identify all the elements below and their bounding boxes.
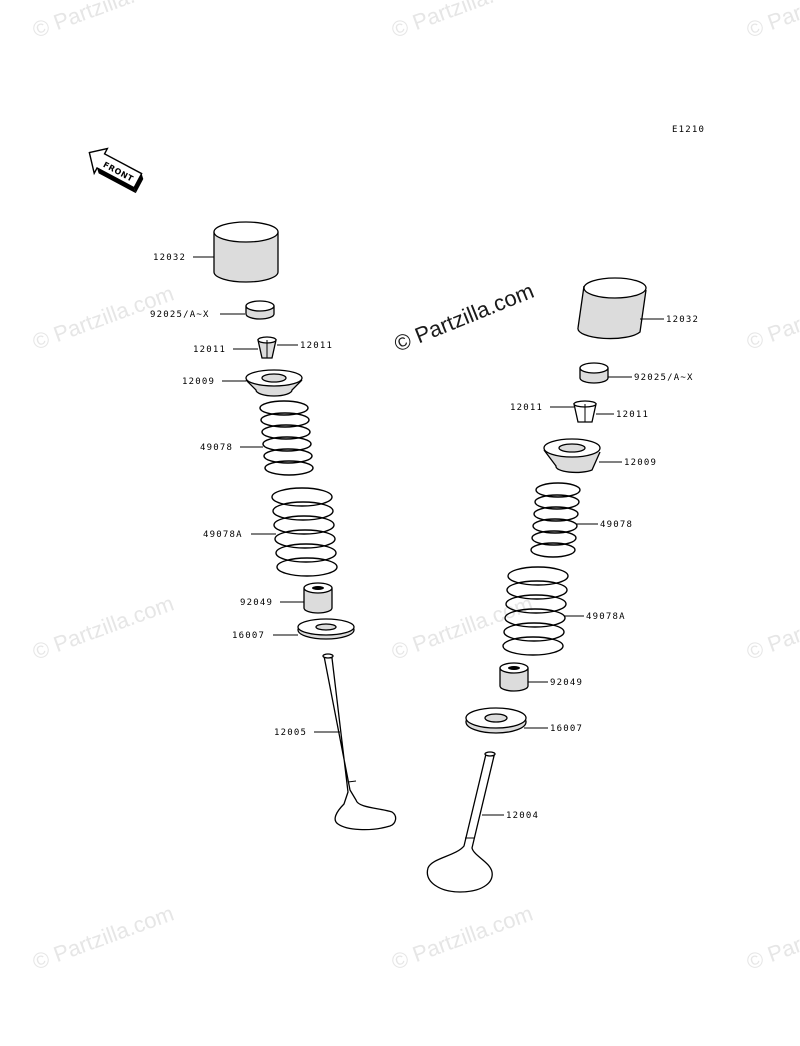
watermark-layer: © Partzilla.com © Partzilla.com © Partzi… xyxy=(29,0,800,975)
part-label: 16007 xyxy=(550,724,583,734)
part-label: 12011 xyxy=(193,345,226,355)
part-label: 12004 xyxy=(506,811,539,821)
part-label: 12011 xyxy=(510,403,543,413)
diagram-code: E1210 xyxy=(672,125,705,135)
keeper-icon xyxy=(257,336,277,359)
part-label: 12005 xyxy=(274,728,307,738)
watermark: © Partzilla.com xyxy=(29,591,177,665)
part-label: 92049 xyxy=(240,598,273,608)
retainer-icon xyxy=(245,369,303,397)
intake-valve-icon xyxy=(426,751,496,893)
inner-spring-icon xyxy=(530,482,581,558)
front-arrow-icon: FRONT xyxy=(88,147,144,194)
part-label: 92025/A~X xyxy=(150,310,210,320)
left-valve-assembly: 12032 92025/A~X 12011 12011 12009 xyxy=(150,221,397,831)
part-label: 12009 xyxy=(624,458,657,468)
keeper-icon xyxy=(573,400,597,423)
tappet-icon xyxy=(577,277,647,340)
outer-spring-icon xyxy=(502,566,569,656)
part-label: 12011 xyxy=(616,410,649,420)
part-label: 92049 xyxy=(550,678,583,688)
part-label: 49078A xyxy=(586,612,626,622)
watermark: © Partzilla.com xyxy=(29,901,177,975)
part-label: 49078A xyxy=(203,530,243,540)
tappet-icon xyxy=(213,221,279,283)
part-label: 49078 xyxy=(200,443,233,453)
part-label: 16007 xyxy=(232,631,265,641)
shim-icon xyxy=(579,362,609,384)
watermark: © Partzilla.com xyxy=(743,591,800,665)
watermark: © Partzilla.com xyxy=(388,901,536,975)
right-valve-assembly: 12032 92025/A~X 12011 12011 12009 xyxy=(426,277,699,893)
part-label: 12009 xyxy=(182,377,215,387)
part-label: 92025/A~X xyxy=(634,373,694,383)
retainer-icon xyxy=(543,438,601,474)
shim-icon xyxy=(245,300,275,320)
inner-spring-icon xyxy=(259,400,314,476)
watermark: © Partzilla.com xyxy=(743,0,800,43)
spring-seat-icon xyxy=(297,618,355,640)
watermark-main: © Partzilla.com xyxy=(391,278,538,357)
part-label: 49078 xyxy=(600,520,633,530)
part-label: 12032 xyxy=(153,253,186,263)
watermark: © Partzilla.com xyxy=(388,0,536,43)
spring-seat-icon xyxy=(465,707,527,734)
valve-seal-icon xyxy=(499,662,529,692)
valve-seal-icon xyxy=(303,582,333,614)
part-label: 12011 xyxy=(300,341,333,351)
watermark: © Partzilla.com xyxy=(743,281,800,355)
exhaust-valve-icon xyxy=(322,653,397,831)
watermark: © Partzilla.com xyxy=(743,901,800,975)
part-label: 12032 xyxy=(666,315,699,325)
outer-spring-icon xyxy=(271,487,338,577)
watermark: © Partzilla.com xyxy=(29,0,177,43)
